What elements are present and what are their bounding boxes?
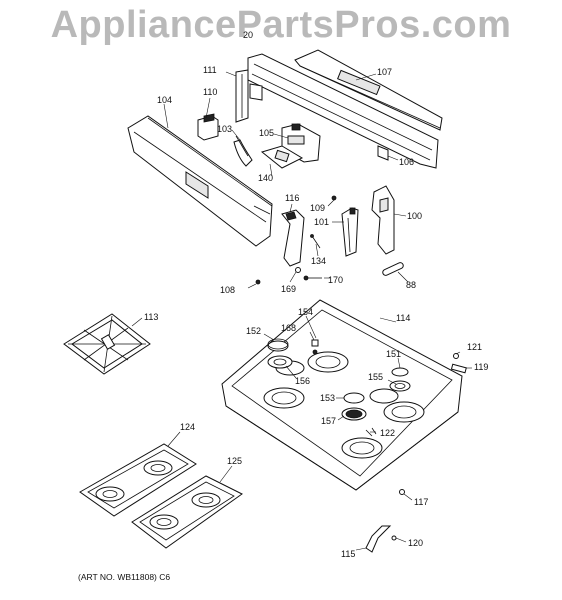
control-panel-104 <box>127 115 273 247</box>
tube-115 <box>365 525 392 553</box>
label-140: 140 <box>258 173 273 183</box>
label-124: 124 <box>180 422 195 432</box>
label-168: 168 <box>281 323 296 333</box>
label-116: 116 <box>285 193 299 203</box>
label-125: 125 <box>227 456 242 466</box>
label-106: 106 <box>399 157 414 167</box>
label-20: 20 <box>243 30 253 40</box>
burner-cap-151 <box>391 367 409 377</box>
label-103: 103 <box>217 124 232 134</box>
art-number-caption: (ART NO. WB11808) C6 <box>78 572 171 582</box>
burner-cap-152 <box>267 338 289 352</box>
label-154: 154 <box>298 307 313 317</box>
label-115: 115 <box>341 549 355 559</box>
spring-88 <box>382 262 404 276</box>
bracket-116 <box>281 209 305 267</box>
overlay-140 <box>260 145 304 169</box>
label-101: 101 <box>314 217 329 227</box>
clip-119 <box>450 363 467 374</box>
wire-harness-103 <box>233 135 253 167</box>
screw-117 <box>399 489 405 495</box>
label-157: 157 <box>321 416 336 426</box>
drip-pan-125 <box>131 475 243 549</box>
label-151: 151 <box>386 349 401 359</box>
label-114: 114 <box>396 313 410 323</box>
pin-134 <box>310 234 321 249</box>
label-88: 88 <box>406 280 416 290</box>
screw-109 <box>331 195 337 201</box>
screw-170 <box>303 275 322 281</box>
label-169: 169 <box>281 284 296 294</box>
label-122: 122 <box>380 428 395 438</box>
label-100: 100 <box>407 211 422 221</box>
label-156: 156 <box>295 376 310 386</box>
valve-bracket-101 <box>341 207 359 257</box>
label-121: 121 <box>467 342 482 352</box>
label-119: 119 <box>474 362 488 372</box>
label-108: 108 <box>220 285 235 295</box>
burner-grate-113 <box>63 313 151 375</box>
bracket-111 <box>235 69 249 123</box>
label-117: 117 <box>414 497 428 507</box>
drip-pan-124 <box>79 443 197 517</box>
burner-head-157 <box>341 407 367 421</box>
backsplash-trim-107 <box>294 49 443 131</box>
label-152: 152 <box>246 326 261 336</box>
leader-lines <box>131 71 472 551</box>
label-109: 109 <box>310 203 325 213</box>
burner-head-156 <box>267 355 293 369</box>
screw-108 <box>255 279 261 285</box>
burner-cap-153 <box>343 392 365 404</box>
label-111: 111 <box>203 65 217 75</box>
screw-169 <box>295 267 301 273</box>
label-105: 105 <box>259 128 274 138</box>
label-107: 107 <box>377 67 392 77</box>
label-113: 113 <box>144 312 158 322</box>
part-labels: 20 111 107 110 104 103 105 106 140 116 1… <box>144 30 488 559</box>
switch-110 <box>197 113 219 141</box>
ignitor-122 <box>365 427 377 437</box>
label-110: 110 <box>203 87 217 97</box>
side-bracket-100 <box>371 185 395 255</box>
watermark: AppliancePartsPros.com <box>50 4 512 46</box>
label-153: 153 <box>320 393 335 403</box>
label-120: 120 <box>408 538 423 548</box>
label-170: 170 <box>328 275 343 285</box>
screw-121 <box>453 353 459 359</box>
label-155: 155 <box>368 372 383 382</box>
screw-120 <box>391 535 397 541</box>
label-134: 134 <box>311 256 326 266</box>
orifice-168 <box>311 339 319 355</box>
label-104: 104 <box>157 95 172 105</box>
